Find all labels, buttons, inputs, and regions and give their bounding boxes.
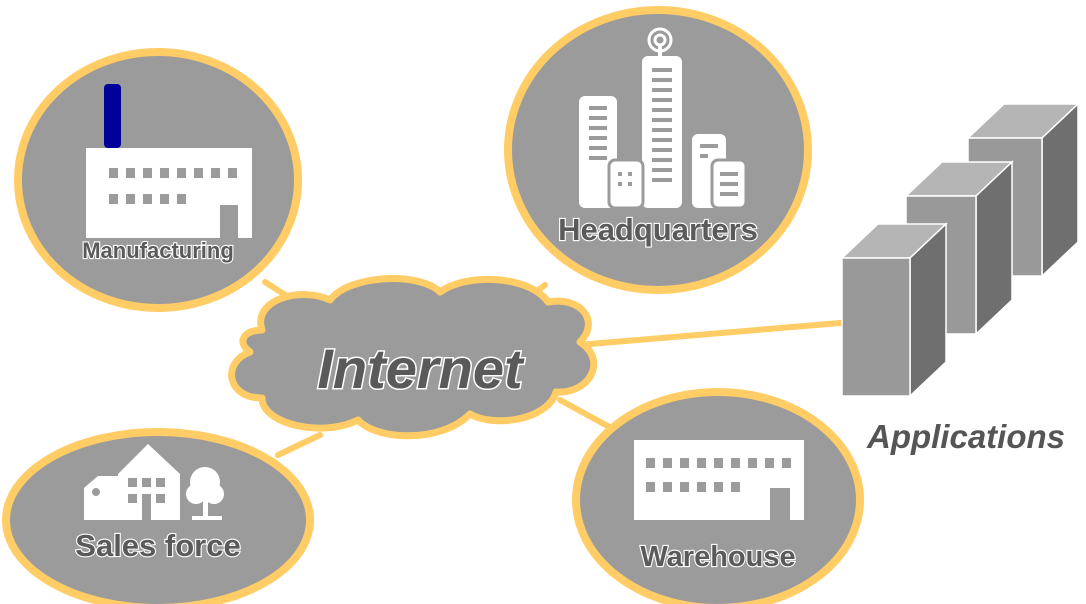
server-stack-icon <box>840 102 1080 398</box>
connector-applications <box>575 320 843 348</box>
factory-icon <box>86 84 252 238</box>
node-manufacturing: Manufacturing <box>14 48 302 312</box>
node-headquarters: Headquarters <box>504 6 812 294</box>
headquarters-label: Headquarters <box>558 212 758 247</box>
applications-label: Applications <box>866 418 1065 455</box>
manufacturing-label: Manufacturing <box>82 238 234 263</box>
server-back <box>966 102 1080 278</box>
village-icon <box>84 444 224 520</box>
node-sales: Sales force <box>2 428 314 604</box>
server-front <box>840 222 948 398</box>
internet-label: Internet <box>317 337 525 400</box>
warehouse-icon <box>634 440 804 520</box>
connector-warehouse <box>557 397 618 433</box>
internet-cloud: Internet <box>228 275 598 440</box>
sales-label: Sales force <box>75 528 240 563</box>
cloud-shape <box>228 275 598 440</box>
node-warehouse: Warehouse <box>572 388 864 604</box>
warehouse-label: Warehouse <box>640 541 795 573</box>
connector-sales <box>275 432 323 458</box>
office-buildings-icon <box>579 27 748 210</box>
